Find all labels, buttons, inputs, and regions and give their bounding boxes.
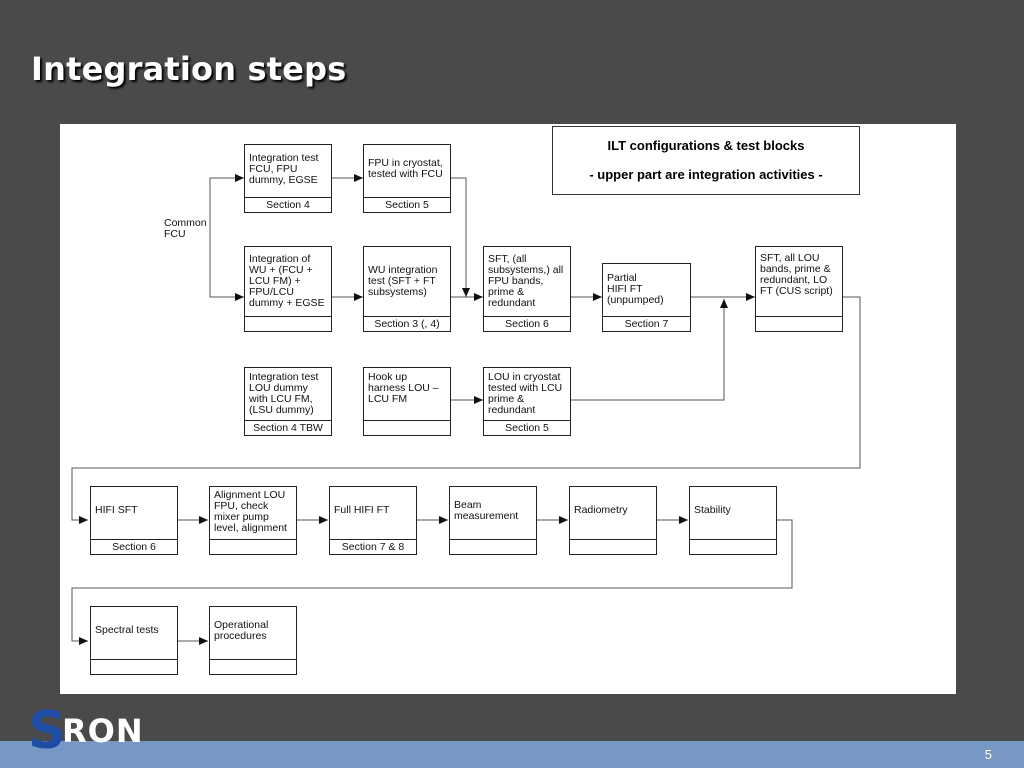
block-text: SFT, (all subsystems,) all FPU bands, pr…: [488, 253, 564, 309]
block-text: Radiometry: [574, 504, 628, 516]
block-wu-integration-test: WU integration test (SFT + FT subsystems…: [363, 246, 451, 332]
block-stability: Stability: [689, 486, 777, 555]
arrow-lou-cryostat-up: [570, 299, 728, 401]
block-section: [364, 420, 450, 435]
arrow-fpu-cryostat-down: [450, 177, 470, 297]
block-hifi-sft: HIFI SFT Section 6: [90, 486, 178, 555]
block-text: Integration test FCU, FPU dummy, EGSE: [249, 152, 319, 186]
block-beam-measurement: Beam measurement: [449, 486, 537, 555]
block-full-hifi-ft: Full HIFI FT Section 7 & 8: [329, 486, 417, 555]
block-section: Section 7 & 8: [330, 539, 416, 554]
block-section: [210, 659, 296, 674]
block-text: Operational procedures: [214, 619, 269, 642]
block-text: HIFI SFT: [95, 504, 138, 516]
block-section: [245, 316, 331, 331]
block-operational-procedures: Operational procedures: [209, 606, 297, 675]
block-section: Section 4: [245, 197, 331, 212]
block-text: Stability: [694, 504, 731, 516]
block-section: Section 5: [484, 420, 570, 435]
block-fpu-in-cryostat: FPU in cryostat, tested with FCU Section…: [363, 144, 451, 213]
block-section: Section 6: [484, 316, 570, 331]
connector-lines: [71, 174, 861, 645]
block-spectral-tests: Spectral tests: [90, 606, 178, 675]
block-text: Full HIFI FT: [334, 504, 390, 516]
block-alignment-lou: Alignment LOU FPU, check mixer pump leve…: [209, 486, 297, 555]
block-text: Integration of WU + (FCU + LCU FM) + FPU…: [249, 253, 325, 309]
block-section: [210, 539, 296, 554]
block-text: Integration test LOU dummy with LCU FM, …: [249, 371, 319, 416]
block-lou-in-cryostat: LOU in cryostat tested with LCU prime & …: [483, 367, 571, 436]
block-section: [450, 539, 536, 554]
arrow-wrap-to-hifi-sft: [71, 296, 861, 524]
block-section: Section 3 (, 4): [364, 316, 450, 331]
block-text: Spectral tests: [95, 624, 159, 636]
arrow-common-fcu-to-int-test-fcu: [209, 174, 244, 236]
footer-bar: 5: [0, 741, 1024, 768]
slide-title: Integration steps: [31, 50, 347, 88]
block-partial-hifi-ft: Partial HIFI FT (unpumped) Section 7: [602, 263, 691, 332]
block-text: Alignment LOU FPU, check mixer pump leve…: [214, 489, 287, 534]
legend-subtitle: - upper part are integration activities …: [589, 167, 823, 182]
block-section: Section 6: [91, 539, 177, 554]
legend-title: ILT configurations & test blocks: [607, 138, 805, 153]
block-section: Section 7: [603, 316, 690, 331]
sron-logo: S RON: [28, 705, 168, 757]
block-hook-up-harness: Hook up harness LOU – LCU FM: [363, 367, 451, 436]
arrow-wrap-to-spectral: [71, 519, 793, 645]
arrow-common-fcu-to-int-wu: [209, 236, 244, 301]
block-text: FPU in cryostat, tested with FCU: [368, 157, 443, 180]
diagram-canvas: ILT configurations & test blocks - upper…: [60, 124, 956, 694]
block-integration-test-lou: Integration test LOU dummy with LCU FM, …: [244, 367, 332, 436]
block-text: LOU in cryostat tested with LCU prime & …: [488, 371, 563, 416]
block-text: Beam measurement: [454, 499, 519, 522]
block-text: Hook up harness LOU – LCU FM: [368, 371, 439, 405]
block-text: Partial HIFI FT (unpumped): [607, 272, 664, 306]
block-integration-test-fcu: Integration test FCU, FPU dummy, EGSE Se…: [244, 144, 332, 213]
legend-box: ILT configurations & test blocks - upper…: [552, 126, 860, 195]
block-section: [690, 539, 776, 554]
block-section: [570, 539, 656, 554]
page-number: 5: [984, 747, 992, 762]
block-section: Section 4 TBW: [245, 420, 331, 435]
logo-text: RON: [62, 712, 144, 750]
block-integration-of-wu: Integration of WU + (FCU + LCU FM) + FPU…: [244, 246, 332, 332]
block-section: [91, 659, 177, 674]
block-section: [756, 316, 842, 331]
common-fcu-label: Common FCU: [164, 217, 207, 240]
block-sft-all-lou: SFT, all LOU bands, prime & redundant, L…: [755, 246, 843, 332]
block-text: WU integration test (SFT + FT subsystems…: [368, 264, 438, 298]
logo-initial: S: [28, 701, 66, 761]
block-radiometry: Radiometry: [569, 486, 657, 555]
block-section: Section 5: [364, 197, 450, 212]
block-text: SFT, all LOU bands, prime & redundant, L…: [760, 252, 833, 297]
block-sft-all-subsystems: SFT, (all subsystems,) all FPU bands, pr…: [483, 246, 571, 332]
